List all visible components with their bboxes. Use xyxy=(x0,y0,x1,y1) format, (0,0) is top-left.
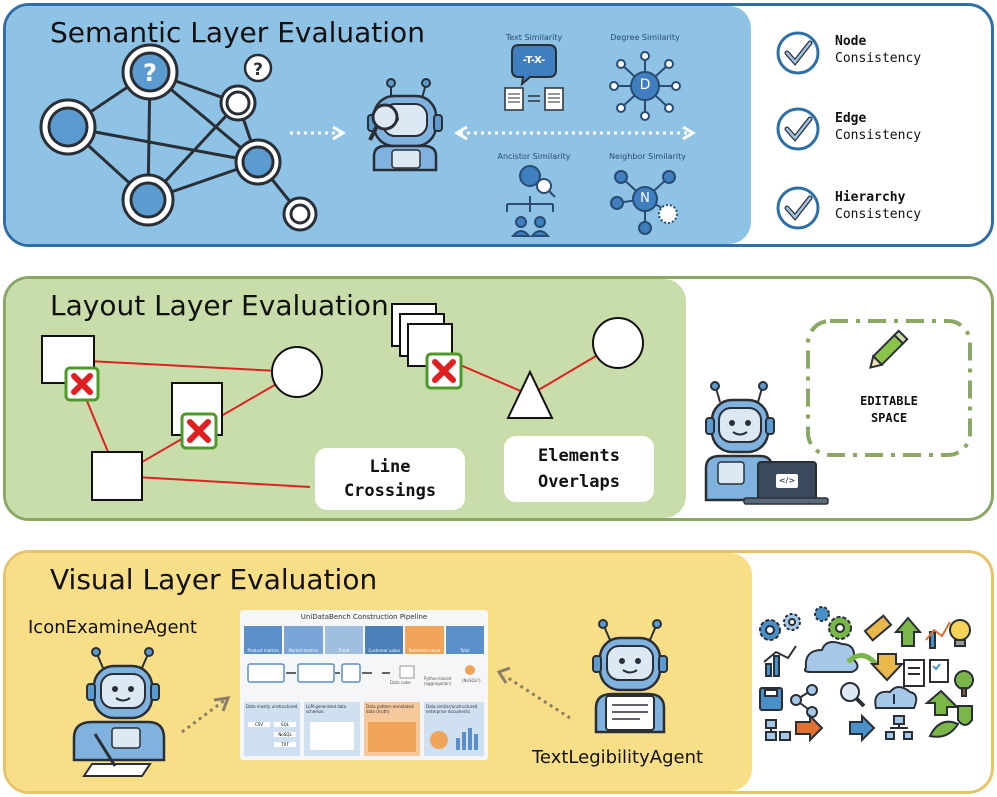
editable-space-line1: EDITABLE xyxy=(860,394,918,408)
ancestor-similarity-label: Ancistor Similarity xyxy=(497,152,571,161)
pipeline-cell: NoSQL xyxy=(274,732,296,737)
degree-similarity-label: Degree Similarity xyxy=(610,33,680,42)
visual-layer-title: Visual Layer Evaluation xyxy=(50,563,378,596)
pipeline-mid-label: (NoSQL?) xyxy=(462,678,481,683)
edge-consistency-title: Edge xyxy=(835,111,867,126)
pipeline-thumbnail: UniDataBench Construction Pipeline Produ… xyxy=(240,610,488,760)
node-consistency-sub: Consistency xyxy=(835,51,922,66)
text-symbol: -T-X- xyxy=(522,55,546,66)
pipeline-stage: Total xyxy=(445,626,484,654)
degree-letter: D xyxy=(639,77,651,93)
edge-consistency-sub: Consistency xyxy=(835,128,922,143)
pipeline-card-body xyxy=(368,722,416,752)
pipeline-cell: CSV xyxy=(248,722,270,727)
pipeline-card: Data mostly unstructured CSV SQL NoSQL T… xyxy=(244,702,300,756)
pipeline-stage-label: Market metrics xyxy=(288,648,319,653)
neighbor-letter: N xyxy=(640,191,650,206)
pipeline-stage-label: Trend xyxy=(338,648,350,653)
hierarchy-consistency-sub: Consistency xyxy=(835,207,922,222)
pipeline-cell: TXT xyxy=(274,742,296,747)
pipeline-stage: Trend xyxy=(324,626,363,654)
line-crossings-line2: Crossings xyxy=(343,481,437,501)
node-consistency-title: Node xyxy=(835,34,867,49)
pipeline-stage: Retention value xyxy=(405,626,444,654)
pipeline-stage: Market metrics xyxy=(284,626,323,654)
editable-space-label: EDITABLE SPACE xyxy=(836,393,942,427)
pipeline-card-label: Data similar/unstructured enterprise doc… xyxy=(426,704,478,714)
pipeline-stage-label: Product metrics xyxy=(247,648,279,653)
text-similarity-label: Text Similarity xyxy=(505,33,563,42)
elements-overlaps-line1: Elements xyxy=(538,446,620,466)
editable-space-line2: SPACE xyxy=(870,411,908,425)
pipeline-stage-label: Total xyxy=(460,648,470,653)
pipeline-stage-label: Customer value xyxy=(368,648,400,653)
node-consistency: Node Consistency xyxy=(835,33,921,67)
pipeline-card-label: Data mostly unstructured xyxy=(246,704,298,709)
pipeline-card: Data similar/unstructured enterprise doc… xyxy=(424,702,484,756)
elements-overlaps-line2: Overlaps xyxy=(538,472,620,492)
pipeline-card-label: Data pattern-annotated data (truth) xyxy=(366,704,414,714)
pipeline-stage: Product metrics xyxy=(244,626,283,654)
layout-layer-title: Layout Layer Evaluation xyxy=(50,289,389,322)
icon-examine-agent-label: IconExamineAgent xyxy=(28,617,197,638)
laptop-code: </> xyxy=(778,476,796,485)
line-crossings-label: Line Crossings xyxy=(315,448,465,510)
pipeline-card-label: LLM-generated data schemas xyxy=(306,704,347,714)
pipeline-card-chart xyxy=(430,728,478,750)
elements-overlaps-label: Elements Overlaps xyxy=(504,436,654,502)
semantic-layer-title: Semantic Layer Evaluation xyxy=(50,16,425,49)
line-crossings-line1: Line xyxy=(369,457,411,477)
pipeline-stage-row: Product metrics Market metrics Trend Cus… xyxy=(244,626,484,654)
pipeline-card: LLM-generated data schemas xyxy=(304,702,360,756)
pipeline-title: UniDataBench Construction Pipeline xyxy=(300,613,428,621)
pipeline-card: Data pattern-annotated data (truth) xyxy=(364,702,420,756)
pipeline-cell: SQL xyxy=(274,722,296,727)
pipeline-stage-label: Retention value xyxy=(408,648,441,653)
visual-layer-panel: Visual Layer Evaluation xyxy=(3,550,994,794)
hierarchy-consistency-title: Hierarchy xyxy=(835,190,906,205)
text-legibility-agent-label: TextLegibilityAgent xyxy=(532,747,704,768)
edge-consistency: Edge Consistency xyxy=(835,110,921,144)
hierarchy-consistency: Hierarchy Consistency xyxy=(835,189,921,223)
pipeline-mid-label: Data cube xyxy=(390,680,411,685)
pipeline-mid-label: Python-based (aggregation) xyxy=(424,676,452,686)
pipeline-card-body xyxy=(310,722,354,750)
pipeline-flow xyxy=(247,663,475,683)
pipeline-stage: Customer value xyxy=(364,626,404,654)
neighbor-similarity-label: Neighbor Similarity xyxy=(609,152,686,161)
